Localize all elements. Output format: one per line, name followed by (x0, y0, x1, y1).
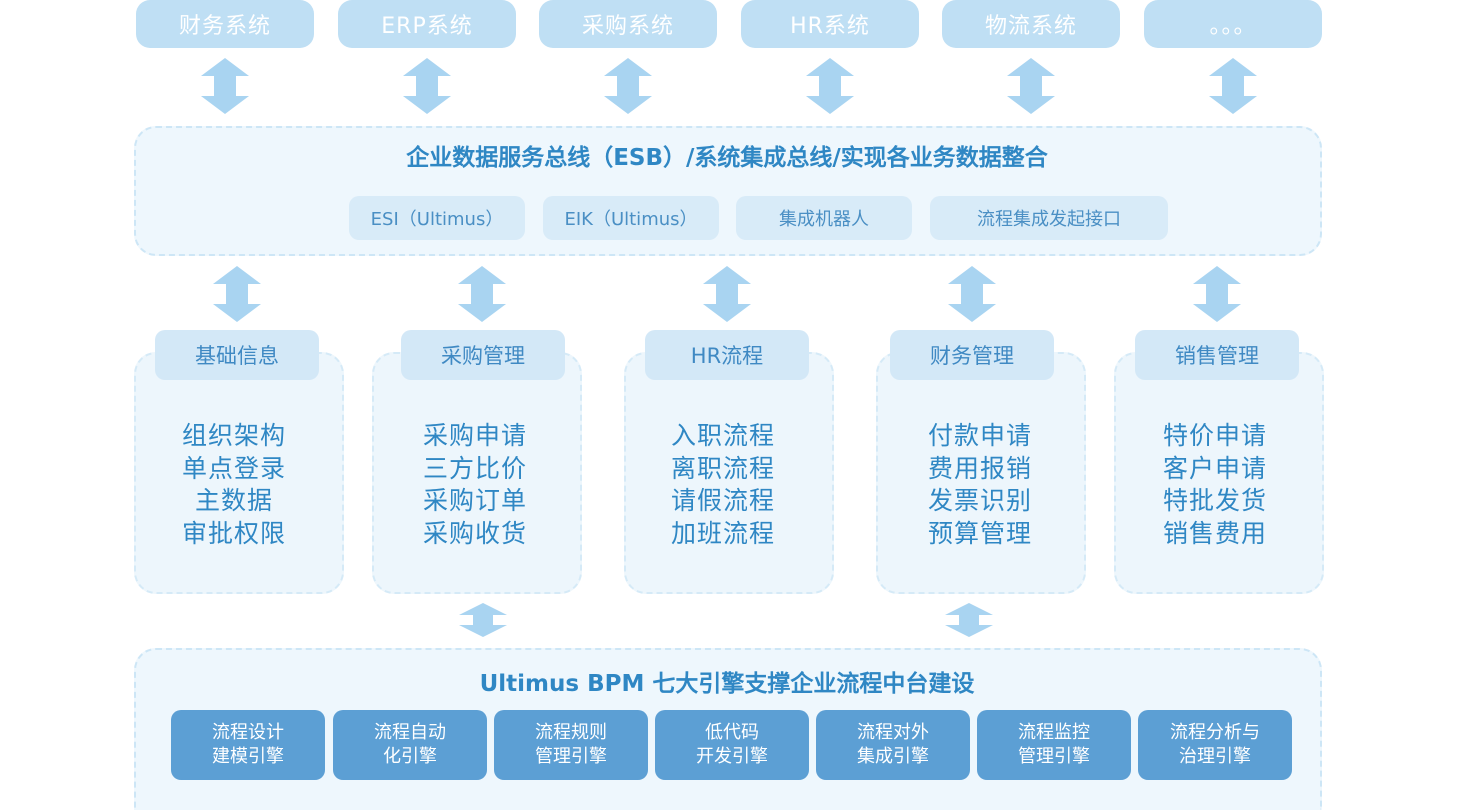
engine-label-line2: 建模引擎 (212, 746, 284, 767)
module-list-procurement: 采购申请 三方比价 采购订单 采购收货 (372, 420, 578, 550)
engine-label-line1: 流程分析与 (1170, 722, 1260, 743)
double-arrow-icon (403, 58, 451, 114)
double-arrow-icon (201, 58, 249, 114)
engine-monitoring: 流程监控 管理引擎 (977, 710, 1131, 780)
engine-label-line2: 管理引擎 (1018, 746, 1090, 767)
engine-label-line1: 流程监控 (1018, 722, 1090, 743)
module-item: 采购订单 (422, 486, 527, 515)
module-item: 组织架构 (181, 421, 286, 450)
engine-label-line2: 化引擎 (383, 746, 437, 767)
engine-integration: 流程对外 集成引擎 (816, 710, 970, 780)
module-title-procurement: 采购管理 (401, 330, 565, 380)
engine-rules: 流程规则 管理引擎 (494, 710, 648, 780)
module-item: 特批发货 (1162, 486, 1267, 515)
double-arrow-icon (945, 603, 993, 637)
system-finance: 财务系统 (136, 0, 314, 48)
system-erp: ERP系统 (338, 0, 516, 48)
module-item: 费用报销 (927, 453, 1032, 483)
module-item: 请假流程 (670, 486, 775, 515)
double-arrow-icon (604, 58, 652, 114)
esb-item-process-interface: 流程集成发起接口 (930, 196, 1168, 240)
module-item: 销售费用 (1162, 518, 1267, 548)
bpm-title: Ultimus BPM 七大引擎支撑企业流程中台建设 (479, 671, 975, 697)
module-title-finance: 财务管理 (890, 330, 1054, 380)
system-procurement: 采购系统 (539, 0, 717, 48)
system-hr: HR系统 (741, 0, 919, 48)
double-arrow-icon (459, 603, 507, 637)
double-arrow-icon (458, 266, 506, 322)
system-logistics: 物流系统 (942, 0, 1120, 48)
module-item: 付款申请 (927, 421, 1032, 450)
engine-design-modeling: 流程设计 建模引擎 (171, 710, 325, 780)
module-item: 主数据 (194, 486, 273, 515)
module-panel-hr (624, 352, 834, 594)
module-item: 采购收货 (422, 518, 527, 548)
module-panel-basic-info (134, 352, 344, 594)
module-item: 三方比价 (422, 453, 527, 483)
esb-item-eik: EIK（Ultimus） (543, 196, 719, 240)
module-item: 发票识别 (927, 486, 1032, 515)
engine-analysis-governance: 流程分析与 治理引擎 (1138, 710, 1292, 780)
engine-label-line1: 流程设计 (212, 722, 284, 743)
module-item: 客户申请 (1162, 453, 1267, 483)
engine-label-line1: 流程对外 (857, 722, 929, 743)
module-item: 单点登录 (181, 453, 286, 483)
double-arrow-icon (213, 266, 261, 322)
engine-label-line1: 低代码 (705, 722, 759, 743)
esb-title: 企业数据服务总线（ESB）/系统集成总线/实现各业务数据整合 (406, 145, 1048, 171)
double-arrow-icon (703, 266, 751, 322)
module-list-hr: 入职流程 离职流程 请假流程 加班流程 (620, 420, 826, 550)
engine-label-line2: 管理引擎 (535, 746, 607, 767)
engine-label-line1: 流程规则 (535, 722, 607, 743)
module-title-basic-info: 基础信息 (155, 330, 319, 380)
module-item: 加班流程 (670, 518, 775, 548)
double-arrow-icon (806, 58, 854, 114)
engine-label-line2: 开发引擎 (696, 746, 768, 767)
module-panel-sales (1114, 352, 1324, 594)
module-title-sales: 销售管理 (1135, 330, 1299, 380)
module-panel-finance (876, 352, 1086, 594)
system-more: 。。。 (1144, 0, 1322, 48)
engine-label-line1: 流程自动 (374, 722, 446, 743)
module-title-hr: HR流程 (645, 330, 809, 380)
engine-label-line2: 集成引擎 (857, 746, 929, 767)
module-item: 审批权限 (181, 518, 286, 548)
module-list-finance: 付款申请 费用报销 发票识别 预算管理 (877, 420, 1083, 550)
esb-item-esi: ESI（Ultimus） (349, 196, 525, 240)
module-list-basic-info: 组织架构 单点登录 主数据 审批权限 (131, 420, 337, 550)
module-list-sales: 特价申请 客户申请 特批发货 销售费用 (1112, 420, 1318, 550)
module-panel-procurement (372, 352, 582, 594)
module-item: 入职流程 (670, 421, 775, 450)
esb-item-robot: 集成机器人 (736, 196, 912, 240)
engine-automation: 流程自动 化引擎 (333, 710, 487, 780)
module-item: 采购申请 (422, 421, 527, 450)
module-item: 特价申请 (1162, 421, 1267, 450)
engine-label-line2: 治理引擎 (1179, 746, 1251, 767)
engine-low-code: 低代码 开发引擎 (655, 710, 809, 780)
module-item: 预算管理 (927, 518, 1032, 548)
double-arrow-icon (1209, 58, 1257, 114)
double-arrow-icon (1007, 58, 1055, 114)
double-arrow-icon (948, 266, 996, 322)
module-item: 离职流程 (670, 453, 775, 483)
double-arrow-icon (1193, 266, 1241, 322)
